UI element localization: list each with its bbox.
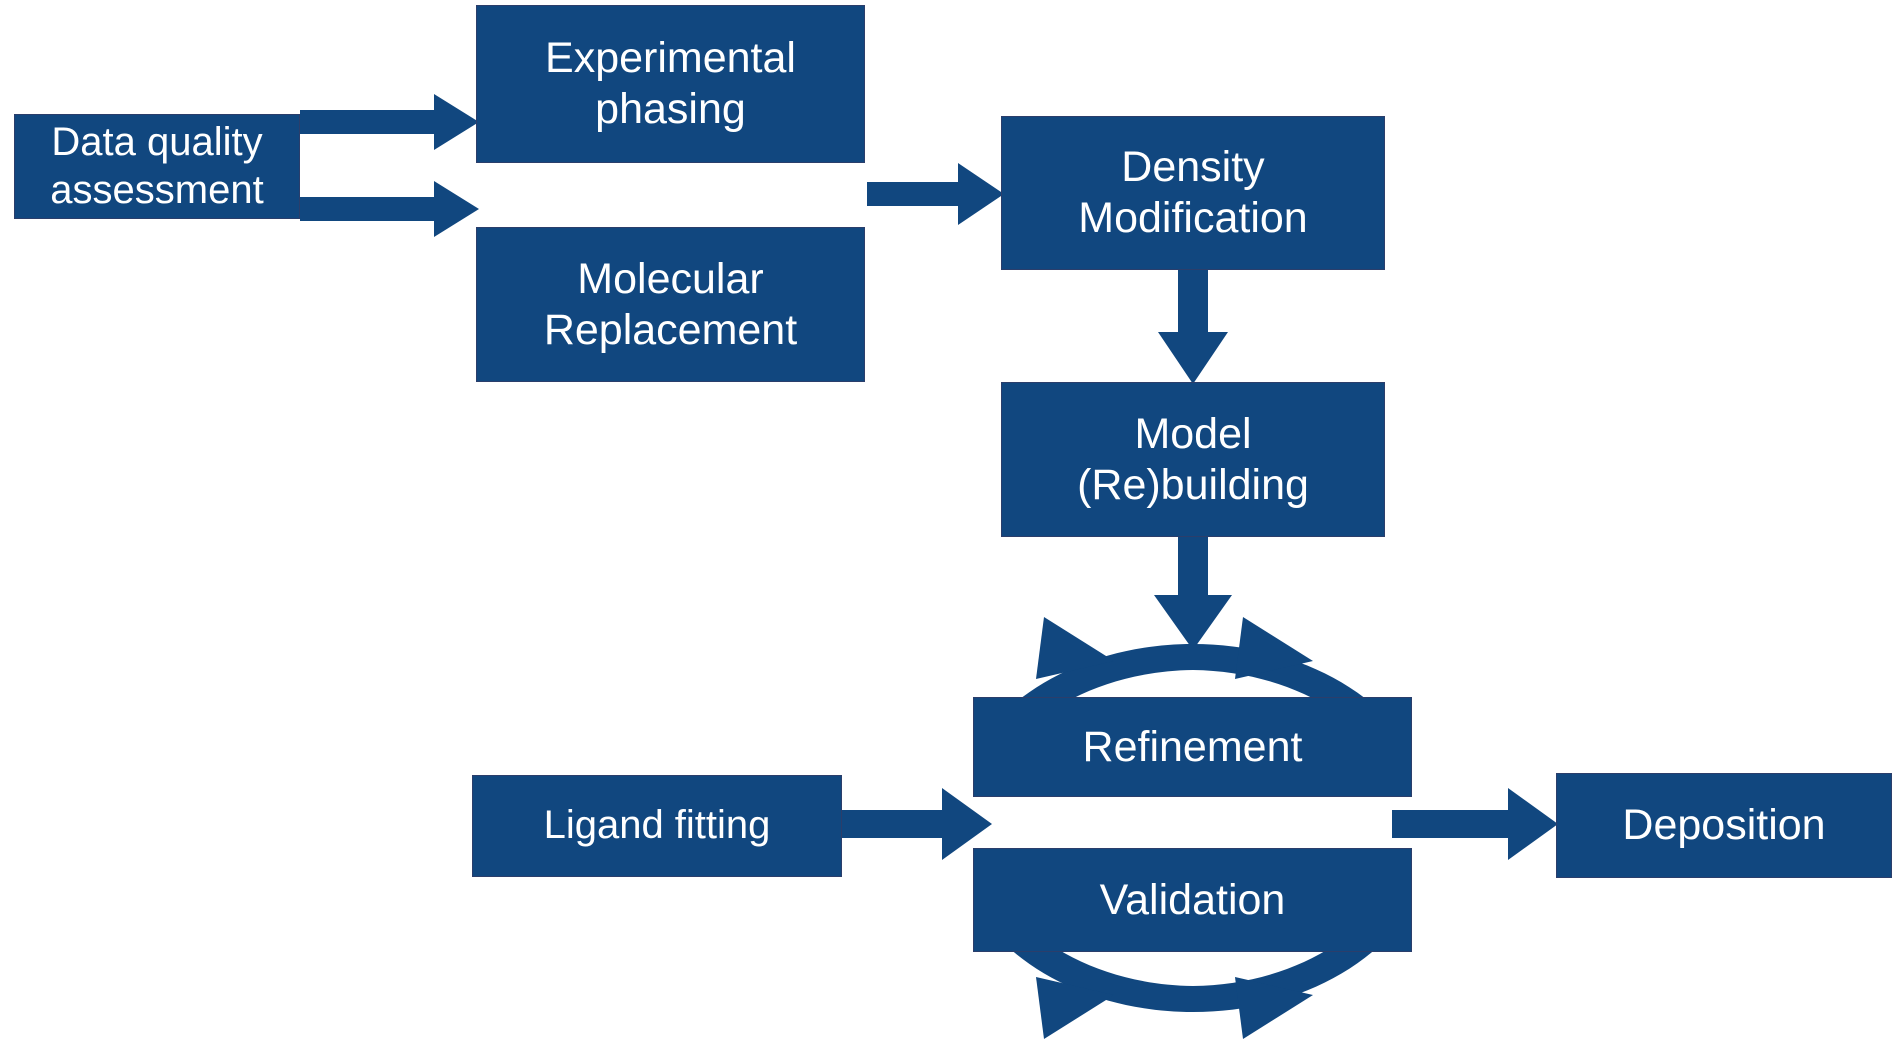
cycle-arc-bottom-left-icon (978, 899, 1193, 1039)
node-label: Deposition (1622, 801, 1826, 850)
cycle-arc-bottom-right-icon (1193, 899, 1408, 1039)
node-experimental-phasing[interactable]: Experimental phasing (476, 5, 865, 163)
node-label: Data quality assessment (50, 120, 264, 212)
arrow-model-rebuilding-to-refinement (1154, 537, 1232, 650)
cycle-arc-top-left-icon (978, 617, 1193, 757)
node-label: Molecular Replacement (543, 254, 798, 354)
node-data-quality-assessment[interactable]: Data quality assessment (14, 114, 300, 219)
node-model-rebuilding[interactable]: Model (Re)building (1001, 382, 1385, 537)
node-molecular-replacement[interactable]: Molecular Replacement (476, 227, 865, 382)
node-ligand-fitting[interactable]: Ligand fitting (472, 775, 842, 877)
node-label: Validation (1099, 875, 1286, 924)
node-label: Refinement (1082, 722, 1303, 771)
arrow-phasing-to-density-modification (867, 163, 1004, 225)
node-label: Model (Re)building (1077, 409, 1309, 509)
arrow-data-quality-to-molecular-replacement (300, 181, 479, 237)
cycle-arc-top-right-icon (1193, 617, 1408, 757)
arrow-ligand-fitting-to-cycle (842, 788, 992, 860)
node-label: Experimental phasing (545, 34, 796, 133)
arrow-data-quality-to-experimental-phasing (300, 94, 479, 150)
node-deposition[interactable]: Deposition (1556, 773, 1892, 878)
node-density-modification[interactable]: Density Modification (1001, 116, 1385, 270)
node-validation[interactable]: Validation (973, 848, 1412, 952)
node-refinement[interactable]: Refinement (973, 697, 1412, 797)
arrow-cycle-to-deposition (1392, 788, 1558, 860)
node-label: Ligand fitting (543, 803, 771, 848)
node-label: Density Modification (1078, 143, 1308, 242)
arrow-density-modification-to-model-rebuilding (1158, 270, 1228, 384)
